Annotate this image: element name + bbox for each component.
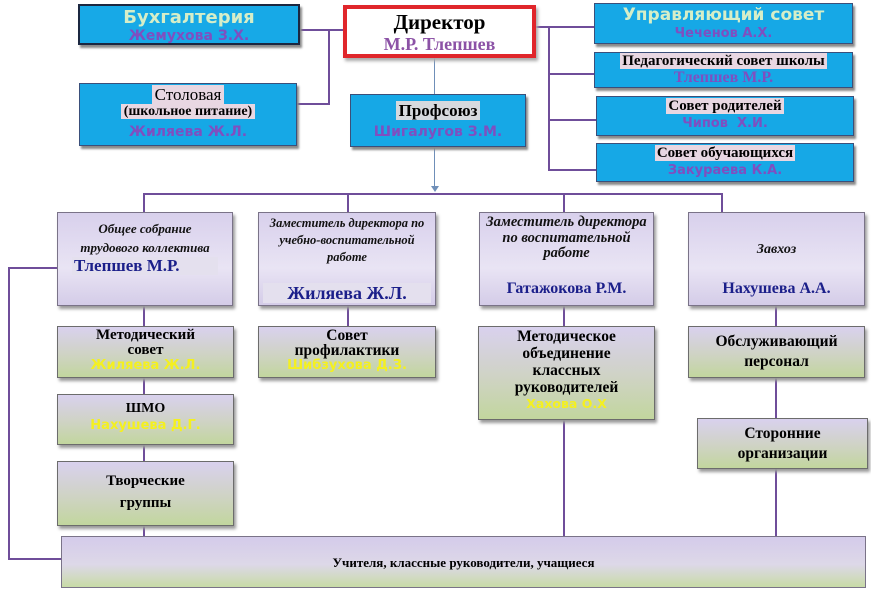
external-organizations-box[interactable]: Сторонние организации bbox=[697, 418, 868, 469]
prevention-council-title: Совет профилактики bbox=[294, 327, 400, 359]
connector-line bbox=[297, 103, 330, 105]
methodical-council-name: Жиляева Ж.Л. bbox=[90, 358, 201, 373]
connector-line bbox=[775, 378, 777, 418]
director-box[interactable]: Директор М.Р. Тлепшев bbox=[343, 5, 536, 58]
connector-line bbox=[143, 306, 145, 326]
connector-line bbox=[347, 193, 349, 212]
accounting-box[interactable]: Бухгалтерия Жемухова З.Х. bbox=[78, 4, 300, 45]
connector-line bbox=[548, 26, 550, 171]
connector-line bbox=[434, 147, 435, 188]
connector-line bbox=[143, 193, 145, 212]
pedagogical-council-name: Тлепшев М.Р. bbox=[673, 69, 774, 86]
arrow-down-icon bbox=[431, 186, 439, 192]
connector-line bbox=[775, 469, 777, 536]
union-title: Профсоюз bbox=[395, 101, 481, 120]
connector-line bbox=[775, 306, 777, 326]
class-teachers-association-title: Методическое объединение классных руково… bbox=[514, 328, 619, 396]
pedagogical-council-box[interactable]: Педагогический совет школы Тлепшев М.Р. bbox=[594, 52, 853, 88]
students-council-box[interactable]: Совет обучающихся Закураева К.А. bbox=[596, 143, 854, 182]
creative-groups-box[interactable]: Творческие группы bbox=[57, 461, 234, 526]
deputy-upbringing-title: Заместитель директора по воспитательной … bbox=[486, 215, 647, 261]
governing-council-title: Управляющий совет bbox=[622, 5, 825, 25]
union-name: Шигалугов З.М. bbox=[373, 124, 503, 140]
connector-line bbox=[143, 526, 145, 536]
general-meeting-title: Общее собрание трудового коллектива bbox=[80, 221, 210, 255]
connector-line bbox=[563, 306, 565, 326]
caretaker-box[interactable]: Завхоз Нахушева А.А. bbox=[688, 212, 865, 306]
deputy-academic-name: Жиляева Ж.Л. bbox=[263, 283, 431, 303]
connector-line bbox=[563, 420, 565, 536]
methodical-council-box[interactable]: Методический совет Жиляева Ж.Л. bbox=[57, 326, 234, 378]
accounting-title: Бухгалтерия bbox=[123, 7, 255, 28]
director-title: Директор bbox=[393, 10, 486, 34]
teachers-students-bar[interactable]: Учителя, классные руководители, учащиеся bbox=[61, 536, 866, 588]
connector-line bbox=[300, 29, 344, 31]
accounting-name: Жемухова З.Х. bbox=[128, 28, 250, 44]
class-teachers-association-box[interactable]: Методическое объединение классных руково… bbox=[478, 326, 655, 420]
deputy-academic-title: Заместитель директора по учебно-воспитат… bbox=[269, 216, 425, 264]
shmo-name: Нахушева Д.Г. bbox=[90, 418, 201, 433]
canteen-title: Столовая bbox=[151, 85, 225, 104]
caretaker-name: Нахушева А.А. bbox=[722, 280, 831, 297]
director-name: М.Р. Тлепшев bbox=[383, 34, 496, 54]
connector-line bbox=[548, 73, 594, 75]
connector-line bbox=[143, 445, 145, 461]
connector-line bbox=[8, 558, 64, 560]
connector-line bbox=[563, 193, 565, 212]
governing-council-name: Чеченов А.Х. bbox=[674, 26, 773, 41]
students-council-name: Закураева К.А. bbox=[667, 163, 783, 178]
union-box[interactable]: Профсоюз Шигалугов З.М. bbox=[350, 94, 526, 147]
prevention-council-name: Шибзухова Д.З. bbox=[287, 358, 407, 373]
parents-council-title: Совет родителей bbox=[666, 98, 784, 114]
parents-council-box[interactable]: Совет родителей Чипов Х.И. bbox=[596, 96, 854, 136]
service-staff-box[interactable]: Обслуживающий персонал bbox=[688, 326, 865, 378]
connector-line bbox=[328, 29, 330, 105]
canteen-box[interactable]: Столовая (школьное питание) Жиляева Ж.Л. bbox=[79, 83, 297, 146]
governing-council-box[interactable]: Управляющий совет Чеченов А.Х. bbox=[594, 3, 853, 44]
connector-line bbox=[721, 193, 723, 212]
connector-line bbox=[8, 267, 10, 560]
prevention-council-box[interactable]: Совет профилактики Шибзухова Д.З. bbox=[258, 326, 436, 378]
connector-line bbox=[8, 267, 58, 269]
connector-line bbox=[548, 119, 596, 121]
methodical-council-title: Методический совет bbox=[96, 327, 195, 358]
parents-council-name: Чипов Х.И. bbox=[682, 116, 768, 131]
general-meeting-name: Тлепшев М.Р. bbox=[72, 257, 218, 275]
shmo-title: ШМО bbox=[125, 401, 166, 416]
canteen-subtitle: (школьное питание) bbox=[120, 104, 256, 119]
connector-line bbox=[434, 58, 435, 94]
shmo-box[interactable]: ШМО Нахушева Д.Г. bbox=[57, 394, 234, 445]
pedagogical-council-title: Педагогический совет школы bbox=[620, 53, 827, 69]
general-meeting-box[interactable]: Общее собрание трудового коллектива Тлеп… bbox=[57, 212, 233, 306]
students-council-title: Совет обучающихся bbox=[654, 145, 796, 161]
connector-line bbox=[143, 378, 145, 394]
caretaker-title: Завхоз bbox=[756, 242, 797, 257]
class-teachers-association-name: Хахова О.Х bbox=[526, 396, 607, 411]
service-staff-title: Обслуживающий персонал bbox=[715, 333, 838, 370]
creative-groups-title: Творческие группы bbox=[106, 473, 185, 511]
deputy-upbringing-name: Гатажокова Р.М. bbox=[506, 280, 627, 297]
connector-line bbox=[143, 193, 723, 195]
connector-line bbox=[548, 169, 596, 171]
teachers-students-label: Учителя, классные руководители, учащиеся bbox=[332, 555, 595, 570]
external-organizations-title: Сторонние организации bbox=[737, 425, 828, 462]
connector-line bbox=[347, 306, 349, 326]
canteen-name: Жиляева Ж.Л. bbox=[128, 124, 248, 140]
deputy-upbringing-box[interactable]: Заместитель директора по воспитательной … bbox=[479, 212, 654, 306]
deputy-academic-box[interactable]: Заместитель директора по учебно-воспитат… bbox=[258, 212, 436, 306]
connector-line bbox=[536, 26, 596, 28]
